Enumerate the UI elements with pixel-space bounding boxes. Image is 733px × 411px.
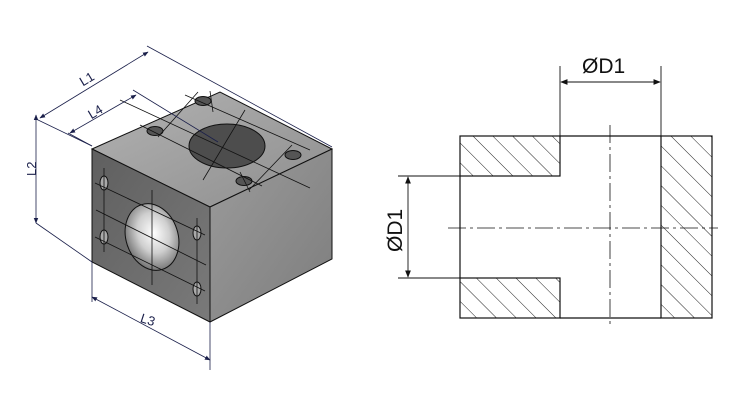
top-mounting-holes	[146, 96, 302, 186]
dimension-label-l4: L4	[85, 102, 105, 122]
top-bore	[188, 123, 266, 169]
dimension-l2: L2	[24, 114, 93, 263]
hatch-right	[660, 135, 713, 319]
dimension-label-d1-top: ØD1	[582, 55, 625, 78]
hatch-bottom-left	[459, 277, 561, 319]
dimension-label-l2: L2	[24, 162, 39, 176]
dimension-l3: L3	[91, 262, 211, 370]
isometric-view: L1 L4 L2 L3	[24, 45, 334, 370]
dimension-label-l1: L1	[77, 69, 97, 89]
dimension-label-l3: L3	[139, 310, 157, 329]
section-view: ØD1 ØD1	[384, 55, 718, 328]
dimension-d1-left: ØD1	[384, 175, 460, 279]
dimension-l1: L1	[35, 45, 333, 148]
dimension-d1-top: ØD1	[559, 55, 662, 136]
hole-icon	[194, 96, 212, 106]
hatch-top-left	[459, 135, 561, 177]
dimension-l4: L4	[67, 89, 219, 147]
dimension-label-d1-left: ØD1	[384, 209, 407, 252]
block-right-face	[209, 148, 333, 323]
front-centerlines	[94, 168, 207, 304]
section-outline	[459, 135, 661, 319]
hole-icon	[235, 176, 253, 186]
top-centerlines	[119, 90, 311, 193]
hole-icon	[284, 150, 302, 160]
